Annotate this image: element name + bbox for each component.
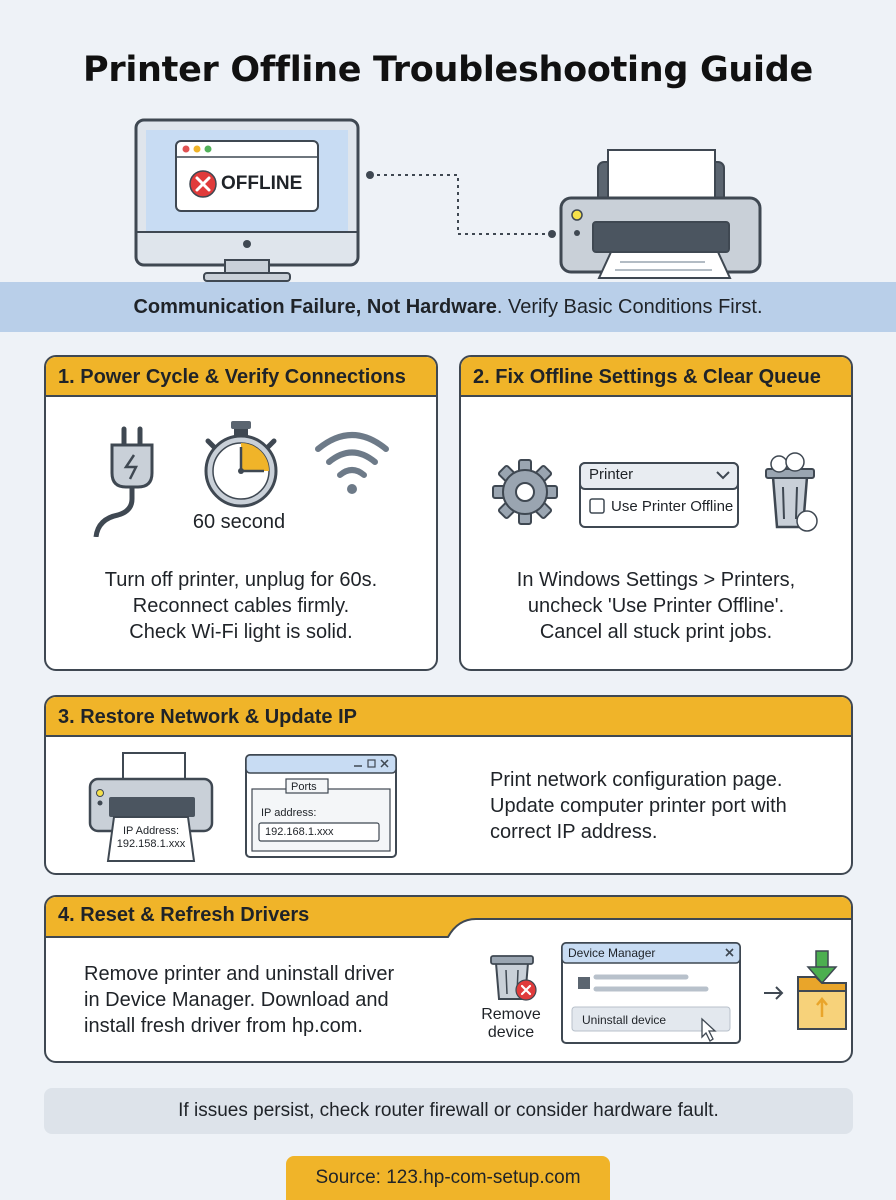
step2-card: 2. Fix Offline Settings & Clear Queue [459,355,853,671]
timer-label: 60 second [192,511,286,533]
step4-heading: 4. Reset & Refresh Drivers [58,904,310,926]
step2-heading: 2. Fix Offline Settings & Clear Queue [461,357,851,397]
printer-dropdown-label: Printer [589,466,634,483]
error-icon [515,979,537,1001]
ip-field-label: IP address: [261,807,317,819]
connection-line [366,171,556,238]
ip-address-value: 192.158.1.xxx [116,838,186,850]
cursor-icon [701,1017,717,1042]
step3-instructions: Print network configuration page. Update… [490,767,850,845]
remove-label-line: Remove [481,1006,541,1023]
power-plug-icon [93,426,154,537]
config-page-text: IP Address: 192.158.1.xxx [46,825,256,851]
step3-card: 3. Restore Network & Update IP IP Addres… [44,695,853,875]
step1-line: Check Wi-Fi light is solid. [129,621,353,643]
subtitle-band: Communication Failure, Not Hardware. Ver… [0,282,896,332]
download-folder-icon [797,950,847,1030]
step1-line: Turn off printer, unplug for 60s. [104,569,378,591]
monitor-icon [134,118,360,282]
step1-instructions: Turn off printer, unplug for 60s. Reconn… [46,567,436,645]
ip-address-label: IP Address: [122,825,180,837]
band-rest-text: . Verify Basic Conditions First. [496,296,763,318]
source-badge: Source: 123.hp-com-setup.com [286,1156,610,1200]
close-icon [725,948,734,957]
use-printer-offline-label: Use Printer Offline [611,498,734,515]
band-bold-text: Communication Failure, Not Hardware [133,296,497,318]
step4-line: in Device Manager. Download and [84,989,389,1011]
gear-icon [492,459,558,525]
hero-illustration [134,118,762,282]
printer-icon [88,752,214,862]
page-title: Printer Offline Troubleshooting Guide [83,50,813,90]
step4-card: 4. Reset & Refresh Drivers Remove printe… [44,895,853,1063]
step4-instructions: Remove printer and uninstall driver in D… [84,961,464,1039]
step3-line: correct IP address. [490,821,658,843]
trash-icon [765,452,818,532]
step2-line: In Windows Settings > Printers, [516,569,796,591]
checkbox-icon [589,498,605,514]
step1-line: Reconnect cables firmly. [132,595,350,617]
remove-label-line: device [487,1024,535,1041]
step4-line: install fresh driver from hp.com. [84,1015,363,1037]
device-manager-title: Device Manager [568,946,656,960]
ip-address-input[interactable]: 192.168.1.xxx [265,826,334,838]
ports-tab[interactable]: Ports [291,781,317,793]
offline-label: OFFLINE [221,173,303,194]
step4-line: Remove printer and uninstall driver [84,963,395,985]
stopwatch-icon [204,421,278,508]
step3-line: Update computer printer port with [490,795,787,817]
ports-window [245,754,397,858]
step1-card: 1. Power Cycle & Verify Connections [44,355,438,671]
footer-note: If issues persist, check router firewall… [44,1088,853,1134]
step2-line: Cancel all stuck print jobs. [539,621,773,643]
remove-device-label: Remove device [471,1006,551,1042]
step3-heading: 3. Restore Network & Update IP [46,697,851,737]
settings-panel [579,462,739,528]
step1-heading: 1. Power Cycle & Verify Connections [46,357,436,397]
wifi-icon [315,432,389,494]
uninstall-device-button[interactable]: Uninstall device [582,1013,667,1027]
step2-line: uncheck 'Use Printer Offline'. [527,595,785,617]
device-manager-window [561,942,741,1044]
arrow-right-icon [764,986,784,1000]
chevron-down-icon [716,471,730,480]
printer-icon [559,149,762,279]
step3-line: Print network configuration page. [490,769,783,791]
step2-instructions: In Windows Settings > Printers, uncheck … [461,567,851,645]
